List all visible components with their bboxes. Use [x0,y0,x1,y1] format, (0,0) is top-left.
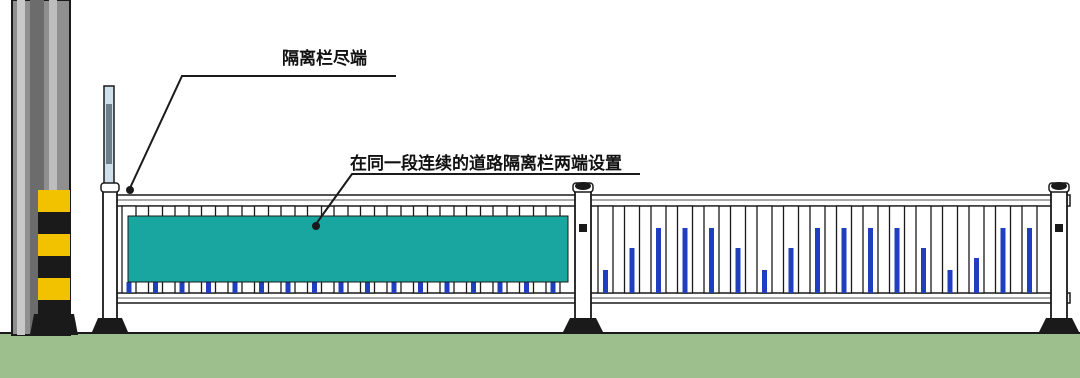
reflector-strip [126,282,132,293]
reflector-strip [259,282,264,293]
sign-panel [127,215,569,283]
reflector-strip [153,282,158,293]
reflector-strip [338,282,344,293]
reflector-strip [841,228,847,293]
reflector-strip [206,282,211,293]
reflector-strip [868,228,873,293]
reflector-strip [974,258,979,293]
reflector-strip [629,248,635,293]
reflector-strip [735,248,741,293]
reflector-strip [603,270,608,293]
reflector-strip [524,282,529,293]
reflector-strip [921,248,926,293]
annotation-fence-end: 隔离栏尽端 [282,49,367,69]
reflector-strip [418,282,423,293]
reflector-strip [947,270,953,293]
reflector-strip [444,282,450,293]
fence-post-right [1038,182,1080,334]
reflector-strip [709,228,714,293]
reflector-strip [762,270,767,293]
reflector-strip [815,228,820,293]
reflector-strip [497,282,503,293]
reflector-strip [1000,228,1006,293]
reflector-strip [285,282,291,293]
reflector-strip [656,228,661,293]
leader-line-both-ends [312,173,640,230]
reflector-strip [1027,228,1032,293]
reflector-strip [312,282,317,293]
reflector-strip [894,228,900,293]
fence-pickets-right [597,205,1038,294]
fence-post-middle [562,182,604,334]
leader-line-fence-end [126,75,396,194]
utility-pole [11,0,78,336]
reflector-strip [365,282,370,293]
reflector-strip [550,282,556,293]
reflector-strip [788,248,794,293]
reflector-strip [471,282,476,293]
reflector-strip [232,282,238,293]
ground-strip [0,333,1080,378]
warning-stripes [38,190,70,318]
end-marker-pole [103,85,115,191]
reflector-strip [391,282,397,293]
reflector-strip [682,228,688,293]
reflector-strip [179,282,185,293]
fence-post-left [92,182,128,332]
annotation-both-ends-setting: 在同一段连续的道路隔离栏两端设置 [350,154,622,174]
